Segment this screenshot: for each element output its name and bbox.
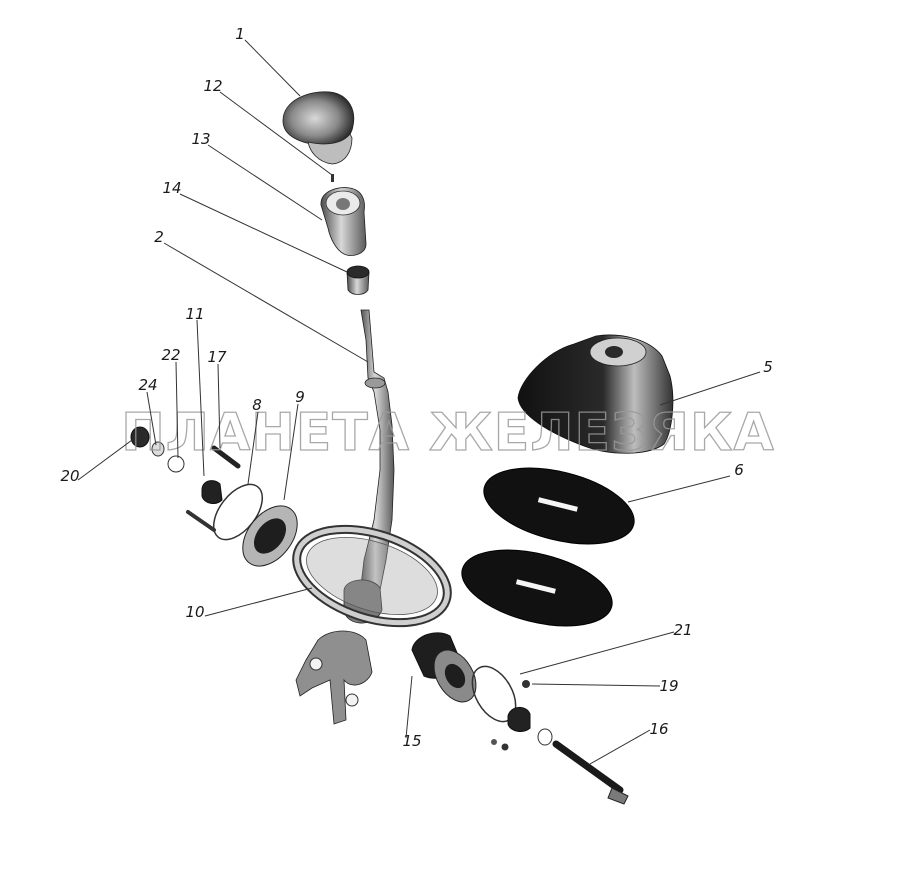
left-bearing-assembly [130,426,298,567]
right-bearing-assembly [411,632,629,805]
callout-1: 1 [235,25,245,43]
sleeve-part-13 [320,187,367,256]
callout-22: 22 [161,346,180,364]
callout-13: 13 [191,130,210,148]
leader-lines [77,39,761,765]
seal-upper-part-6 [483,467,635,545]
callout-labels: 1 12 13 14 2 5 6 11 22 17 24 8 9 20 10 1… [60,25,772,750]
callout-11: 11 [185,305,204,323]
callout-20: 20 [60,467,79,485]
seal-lower-part-6 [461,549,613,627]
watermark-text: ПЛАНЕТА ЖЕЛЕЗЯКА [121,403,774,463]
knob-part-1 [282,91,355,165]
callout-10: 10 [185,603,204,621]
callout-9: 9 [295,388,305,406]
ring-part-10 [292,524,452,628]
callout-12: 12 [203,77,222,95]
callout-6: 6 [734,461,744,479]
callout-19: 19 [659,677,678,695]
callout-16: 16 [649,720,668,738]
callout-2: 2 [154,228,164,246]
callout-15: 15 [402,732,421,750]
callout-8: 8 [252,396,262,414]
bushing-part-14 [346,265,370,295]
pin-part-12 [331,174,334,182]
callout-17: 17 [207,348,227,366]
callout-21: 21 [673,621,692,639]
callout-14: 14 [162,179,181,197]
callout-24: 24 [138,376,157,394]
callout-5: 5 [763,358,773,376]
gear-lever-part-2 [295,309,395,725]
boot-part-5 [517,334,674,454]
